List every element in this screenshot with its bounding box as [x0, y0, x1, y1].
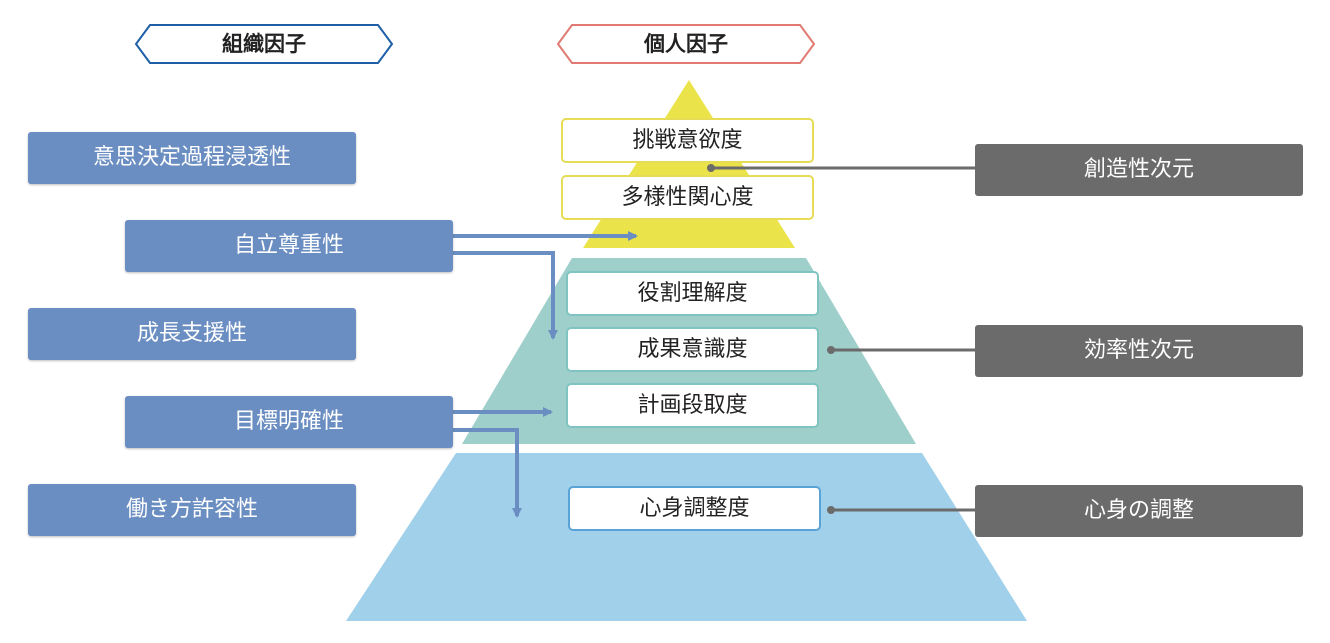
- dimension-mind-body: 心身の調整: [975, 485, 1303, 537]
- org-factor-heading: 組織因子: [222, 32, 306, 56]
- arrow-autonomy-to-middle: [453, 251, 558, 340]
- connector-creativity-dot: [707, 164, 715, 172]
- arrow-goal-to-bottom: [453, 428, 522, 518]
- org-factor-decision-process: 意思決定過程浸透性: [28, 132, 356, 184]
- dimension-efficiency: 効率性次元: [975, 325, 1303, 377]
- ind-factor-tag-shape: [556, 24, 816, 64]
- dimension-creativity: 創造性次元: [975, 144, 1303, 196]
- pyramid-bottom-tier: [346, 453, 1027, 621]
- connector-mind-body-dot: [827, 506, 835, 514]
- ind-factor-heading: 個人因子: [644, 32, 728, 56]
- factor-challenge-motivation: 挑戦意欲度: [561, 118, 814, 163]
- factor-diversity-interest: 多様性関心度: [561, 175, 814, 220]
- connector-efficiency-dot: [827, 346, 835, 354]
- org-factor-growth-support: 成長支援性: [28, 308, 356, 360]
- factor-role-understanding: 役割理解度: [566, 271, 819, 316]
- org-factor-work-style: 働き方許容性: [28, 484, 356, 536]
- org-factor-autonomy: 自立尊重性: [125, 220, 453, 272]
- org-factor-goal-clarity: 目標明確性: [125, 396, 453, 448]
- pyramid-top-tier: [583, 80, 795, 248]
- factor-result-awareness: 成果意識度: [566, 327, 819, 372]
- org-factor-tag-shape: [134, 24, 394, 64]
- factor-planning: 計画段取度: [566, 383, 819, 428]
- factor-mind-body-adjustment: 心身調整度: [568, 486, 821, 531]
